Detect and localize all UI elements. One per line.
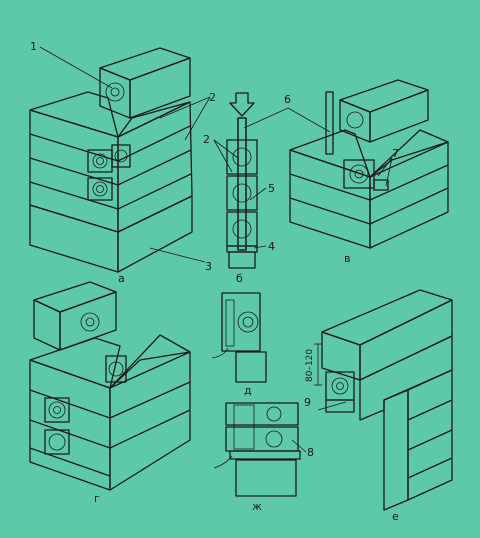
d-foundation [235,351,267,383]
g-side [109,351,191,491]
callout-2-b: 2 [203,133,210,146]
panel-label-e: е [392,510,399,523]
callout-5: 5 [268,182,275,195]
v-groove [373,179,389,191]
labels: 1 2 2 3 4 5 6 7 8 9 а б в г д ж е 80–120 [30,40,399,523]
panel-label-a: а [118,272,125,285]
log-ends-a [87,144,131,201]
panel-g-tee-joint [29,281,191,491]
section-log-1 [226,139,258,175]
section-log-2 [226,175,258,211]
callout-4: 4 [268,240,275,253]
panel-v-dowel-joint [243,79,449,249]
v-log-end [343,159,375,189]
callout-3: 3 [205,260,212,273]
upper-log-side [129,57,191,119]
d-log [221,292,261,352]
panel-b-section [213,92,267,269]
callout-2-a: 2 [209,91,216,104]
panel-e-window-opening [314,289,453,511]
section-foundation [228,251,256,269]
callout-1: 1 [30,40,37,53]
dimension-label: 80–120 [305,349,315,382]
panel-label-v: в [344,252,350,265]
panel-d-section [211,292,267,383]
panel-zh-section [213,402,307,497]
v-side [369,141,449,249]
v-dowel [325,91,334,155]
callout-6: 6 [284,93,291,106]
panel-a-corner-joint [29,46,211,273]
callout-9: 9 [304,396,311,409]
down-arrow-icon [229,92,255,117]
callout-7: 7 [392,147,399,160]
panel-label-b: б [236,272,243,285]
panel-label-d: д [244,384,252,397]
panel-label-zh: ж [252,500,262,513]
callout-8: 8 [307,446,314,459]
panel-label-g: г [94,492,100,505]
zh-foundation [235,459,297,497]
